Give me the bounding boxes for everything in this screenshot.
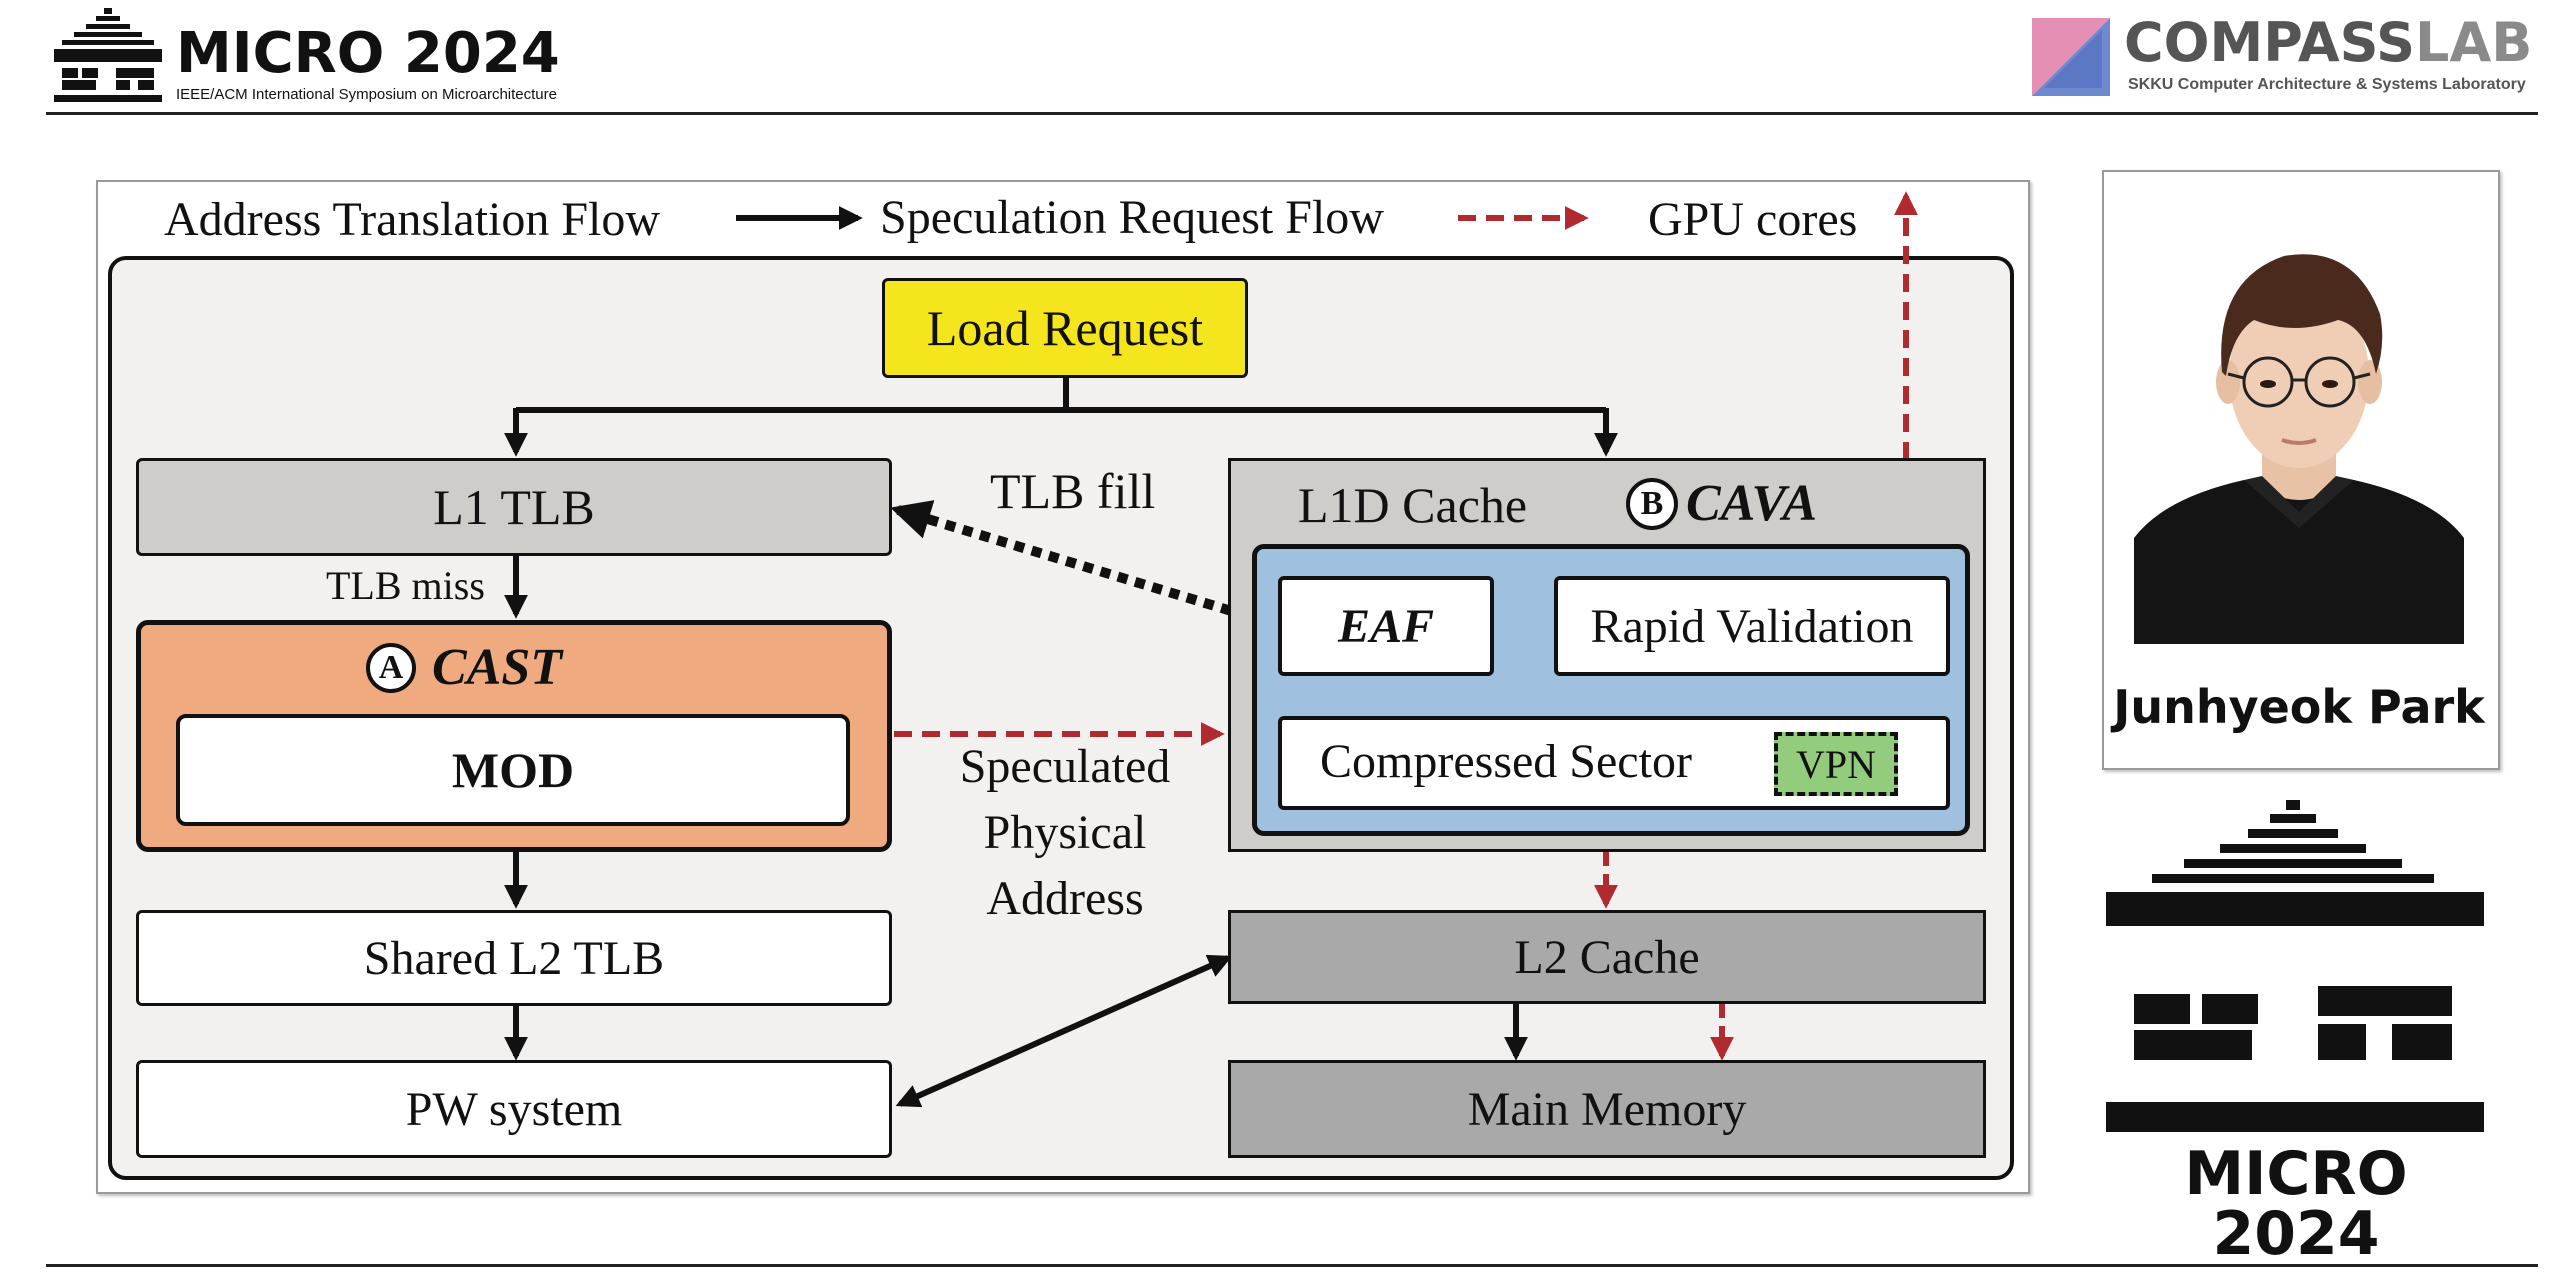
vpn-box: VPN <box>1774 732 1898 796</box>
rapid-validation-box: Rapid Validation <box>1554 576 1950 676</box>
mod-box: MOD <box>176 714 850 826</box>
cast-title: A CAST <box>366 638 562 697</box>
compasslab-logo-icon <box>2032 18 2110 96</box>
cava-label: CAVA <box>1686 475 1818 532</box>
l1d-cache-label: L1D Cache <box>1298 477 1528 533</box>
cast-marker-icon: A <box>366 642 416 693</box>
conference-subtitle: IEEE/ACM International Symposium on Micr… <box>176 86 557 103</box>
l1-tlb-box: L1 TLB <box>136 458 892 556</box>
conference-title: MICRO 2024 <box>176 21 560 86</box>
l2-cache-box: L2 Cache <box>1228 910 1986 1004</box>
lab-name-lab: LAB <box>2415 11 2533 74</box>
legend-speculation-flow: Speculation Request Flow <box>880 191 1384 244</box>
micro-logo-large-icon <box>2106 800 2484 1132</box>
lab-name-compass: COMPASS <box>2124 11 2416 74</box>
cava-marker-icon: B <box>1626 477 1678 530</box>
eaf-box: EAF <box>1278 576 1494 676</box>
load-request-box: Load Request <box>882 278 1248 378</box>
speculated-address-label: Speculated Physical Address <box>920 734 1210 932</box>
header-rule <box>46 112 2538 115</box>
micro-logo-small-icon <box>54 8 162 102</box>
lab-subtitle: SKKU Computer Architecture & Systems Lab… <box>2128 76 2526 93</box>
tlb-miss-label: TLB miss <box>326 563 485 608</box>
tlb-fill-label: TLB fill <box>990 463 1156 519</box>
speculated-label: Speculated <box>959 740 1171 793</box>
pw-l2cache-arrow <box>895 954 1233 1108</box>
footer-rule <box>46 1264 2538 1267</box>
tlb-fill-arrow <box>890 500 1250 621</box>
address-label: Address <box>986 872 1144 925</box>
cast-label: CAST <box>432 639 563 696</box>
presenter-name: Junhyeok Park <box>2113 680 2485 734</box>
lab-name: COMPASSLAB <box>2124 16 2532 70</box>
cava-title: B CAVA <box>1626 474 1817 533</box>
pw-system-box: PW system <box>136 1060 892 1158</box>
footer-logo-text: MICRO 2024 <box>2184 1139 2408 1269</box>
shared-l2-tlb-box: Shared L2 TLB <box>136 910 892 1006</box>
presenter-photo <box>2134 226 2464 644</box>
compressed-sector-label: Compressed Sector <box>1320 735 1692 788</box>
main-memory-box: Main Memory <box>1228 1060 1986 1158</box>
legend-address-flow: Address Translation Flow <box>164 193 661 246</box>
physical-label: Physical <box>983 806 1147 859</box>
legend-gpu-cores: GPU cores <box>1648 193 1858 246</box>
